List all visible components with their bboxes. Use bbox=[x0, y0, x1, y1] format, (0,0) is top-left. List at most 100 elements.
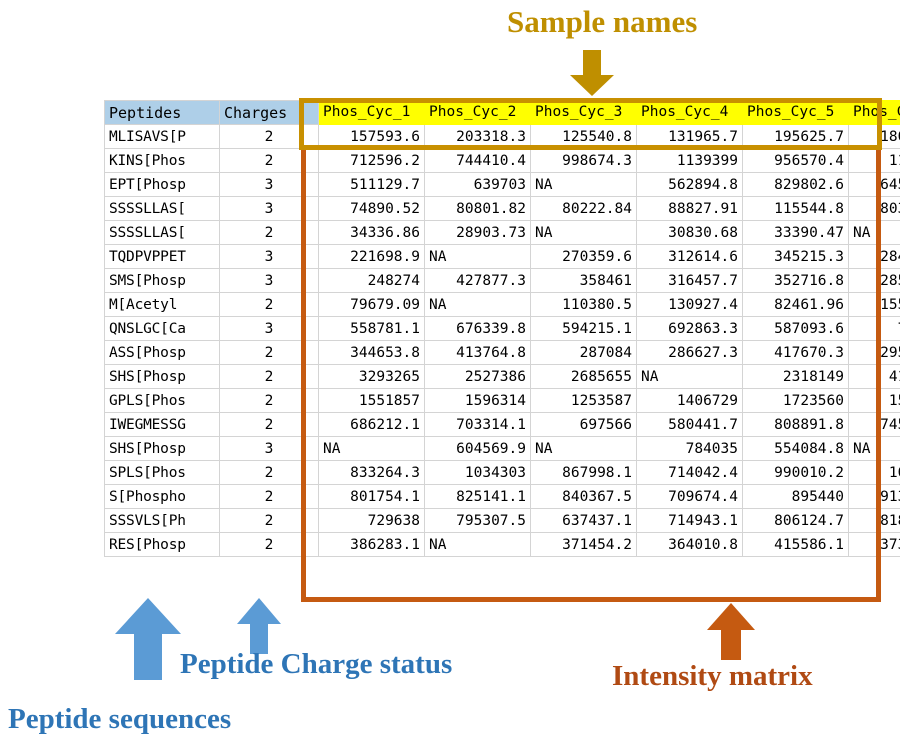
column-header-sample-3[interactable]: Phos_Cyc_3 bbox=[530, 100, 637, 125]
cell-intensity[interactable]: 345215.3 bbox=[742, 244, 849, 269]
cell-intensity[interactable]: 125540.8 bbox=[530, 124, 637, 149]
cell-intensity[interactable]: 714943.1 bbox=[636, 508, 743, 533]
cell-intensity[interactable]: 34336.86 bbox=[318, 220, 425, 245]
cell-charge[interactable]: 2 bbox=[219, 388, 319, 413]
column-header-sample-5[interactable]: Phos_Cyc_5 bbox=[742, 100, 849, 125]
cell-intensity[interactable]: 270359.6 bbox=[530, 244, 637, 269]
cell-intensity[interactable]: 79679.09 bbox=[318, 292, 425, 317]
cell-intensity[interactable]: 3293265 bbox=[318, 364, 425, 389]
cell-charge[interactable]: 2 bbox=[219, 124, 319, 149]
cell-charge[interactable]: 3 bbox=[219, 436, 319, 461]
cell-intensity[interactable]: 1502006 bbox=[848, 388, 900, 413]
cell-intensity[interactable]: 714042.4 bbox=[636, 460, 743, 485]
cell-intensity[interactable]: 415586.1 bbox=[742, 532, 849, 557]
cell-intensity[interactable]: 562894.8 bbox=[636, 172, 743, 197]
cell-intensity[interactable]: 990010.2 bbox=[742, 460, 849, 485]
cell-intensity[interactable]: 248274 bbox=[318, 268, 425, 293]
cell-intensity[interactable]: 413764.8 bbox=[424, 340, 531, 365]
cell-intensity[interactable]: 88827.91 bbox=[636, 196, 743, 221]
column-header-charges[interactable]: Charges bbox=[219, 100, 319, 125]
cell-intensity[interactable]: 287084 bbox=[530, 340, 637, 365]
cell-peptide[interactable]: SSSVLS[Ph bbox=[104, 508, 220, 533]
cell-intensity[interactable]: 686212.1 bbox=[318, 412, 425, 437]
cell-intensity[interactable]: NA bbox=[848, 220, 900, 245]
cell-intensity[interactable]: 1139399 bbox=[636, 148, 743, 173]
cell-peptide[interactable]: KINS[Phos bbox=[104, 148, 220, 173]
cell-charge[interactable]: 2 bbox=[219, 340, 319, 365]
column-header-sample-4[interactable]: Phos_Cyc_4 bbox=[636, 100, 743, 125]
cell-peptide[interactable]: ASS[Phosp bbox=[104, 340, 220, 365]
cell-intensity[interactable]: 744410.4 bbox=[424, 148, 531, 173]
cell-intensity[interactable]: 28903.73 bbox=[424, 220, 531, 245]
cell-intensity[interactable]: 895440 bbox=[742, 484, 849, 509]
cell-intensity[interactable]: 795307.5 bbox=[424, 508, 531, 533]
cell-charge[interactable]: 2 bbox=[219, 460, 319, 485]
cell-peptide[interactable]: IWEGMESSG bbox=[104, 412, 220, 437]
cell-intensity[interactable]: 221698.9 bbox=[318, 244, 425, 269]
cell-intensity[interactable]: 808891.8 bbox=[742, 412, 849, 437]
cell-intensity[interactable]: 1034303 bbox=[424, 460, 531, 485]
cell-intensity[interactable]: 784035 bbox=[636, 436, 743, 461]
cell-peptide[interactable]: SSSSLLAS[ bbox=[104, 196, 220, 221]
cell-charge[interactable]: 2 bbox=[219, 508, 319, 533]
cell-intensity[interactable]: NA bbox=[424, 532, 531, 557]
cell-intensity[interactable]: NA bbox=[530, 220, 637, 245]
cell-intensity[interactable]: 130927.4 bbox=[636, 292, 743, 317]
cell-peptide[interactable]: S[Phospho bbox=[104, 484, 220, 509]
cell-charge[interactable]: 2 bbox=[219, 364, 319, 389]
cell-peptide[interactable]: SHS[Phosp bbox=[104, 436, 220, 461]
cell-intensity[interactable]: 195625.7 bbox=[742, 124, 849, 149]
cell-intensity[interactable]: 703314.1 bbox=[424, 412, 531, 437]
column-header-sample-6[interactable]: Phos_Cyc_6 bbox=[848, 100, 900, 125]
cell-intensity[interactable]: 74890.52 bbox=[318, 196, 425, 221]
cell-intensity[interactable]: NA bbox=[424, 244, 531, 269]
cell-intensity[interactable]: 312614.6 bbox=[636, 244, 743, 269]
cell-intensity[interactable]: 80222.84 bbox=[530, 196, 637, 221]
cell-intensity[interactable]: 580441.7 bbox=[636, 412, 743, 437]
cell-charge[interactable]: 3 bbox=[219, 244, 319, 269]
cell-intensity[interactable]: NA bbox=[530, 172, 637, 197]
data-table[interactable]: Peptides Charges Phos_Cyc_1 Phos_Cyc_2 P… bbox=[104, 100, 900, 557]
cell-intensity[interactable]: 594215.1 bbox=[530, 316, 637, 341]
cell-intensity[interactable]: 2685655 bbox=[530, 364, 637, 389]
cell-peptide[interactable]: M[Acetyl bbox=[104, 292, 220, 317]
cell-intensity[interactable]: 316457.7 bbox=[636, 268, 743, 293]
cell-intensity[interactable]: 806124.7 bbox=[742, 508, 849, 533]
cell-intensity[interactable]: 1039246 bbox=[848, 460, 900, 485]
cell-intensity[interactable]: 840367.5 bbox=[530, 484, 637, 509]
cell-charge[interactable]: 2 bbox=[219, 220, 319, 245]
cell-intensity[interactable]: 1723560 bbox=[742, 388, 849, 413]
cell-intensity[interactable]: 712596.2 bbox=[318, 148, 425, 173]
cell-peptide[interactable]: RES[Phosp bbox=[104, 532, 220, 557]
cell-charge[interactable]: 3 bbox=[219, 196, 319, 221]
cell-peptide[interactable]: GPLS[Phos bbox=[104, 388, 220, 413]
cell-intensity[interactable]: 155724.4 bbox=[848, 292, 900, 317]
cell-intensity[interactable]: 2318149 bbox=[742, 364, 849, 389]
cell-intensity[interactable]: NA bbox=[636, 364, 743, 389]
cell-charge[interactable]: 3 bbox=[219, 316, 319, 341]
cell-intensity[interactable]: 554084.8 bbox=[742, 436, 849, 461]
cell-intensity[interactable]: 364010.8 bbox=[636, 532, 743, 557]
cell-charge[interactable]: 3 bbox=[219, 172, 319, 197]
cell-intensity[interactable]: 639703 bbox=[424, 172, 531, 197]
cell-peptide[interactable]: MLISAVS[P bbox=[104, 124, 220, 149]
cell-intensity[interactable]: 1120046 bbox=[848, 148, 900, 173]
cell-intensity[interactable]: 1406729 bbox=[636, 388, 743, 413]
cell-intensity[interactable]: 386283.1 bbox=[318, 532, 425, 557]
cell-peptide[interactable]: SHS[Phosp bbox=[104, 364, 220, 389]
cell-intensity[interactable]: 729638 bbox=[318, 508, 425, 533]
cell-charge[interactable]: 2 bbox=[219, 148, 319, 173]
cell-intensity[interactable]: 676339.8 bbox=[424, 316, 531, 341]
cell-intensity[interactable]: 344653.8 bbox=[318, 340, 425, 365]
cell-charge[interactable]: 3 bbox=[219, 268, 319, 293]
cell-intensity[interactable]: 645625.4 bbox=[848, 172, 900, 197]
cell-intensity[interactable]: NA bbox=[318, 436, 425, 461]
cell-intensity[interactable]: 756873 bbox=[848, 316, 900, 341]
column-header-peptides[interactable]: Peptides bbox=[104, 100, 220, 125]
cell-peptide[interactable]: QNSLGC[Ca bbox=[104, 316, 220, 341]
cell-intensity[interactable]: 867998.1 bbox=[530, 460, 637, 485]
cell-intensity[interactable]: 373595.6 bbox=[848, 532, 900, 557]
cell-intensity[interactable]: NA bbox=[530, 436, 637, 461]
cell-intensity[interactable]: 371454.2 bbox=[530, 532, 637, 557]
cell-intensity[interactable]: 2527386 bbox=[424, 364, 531, 389]
